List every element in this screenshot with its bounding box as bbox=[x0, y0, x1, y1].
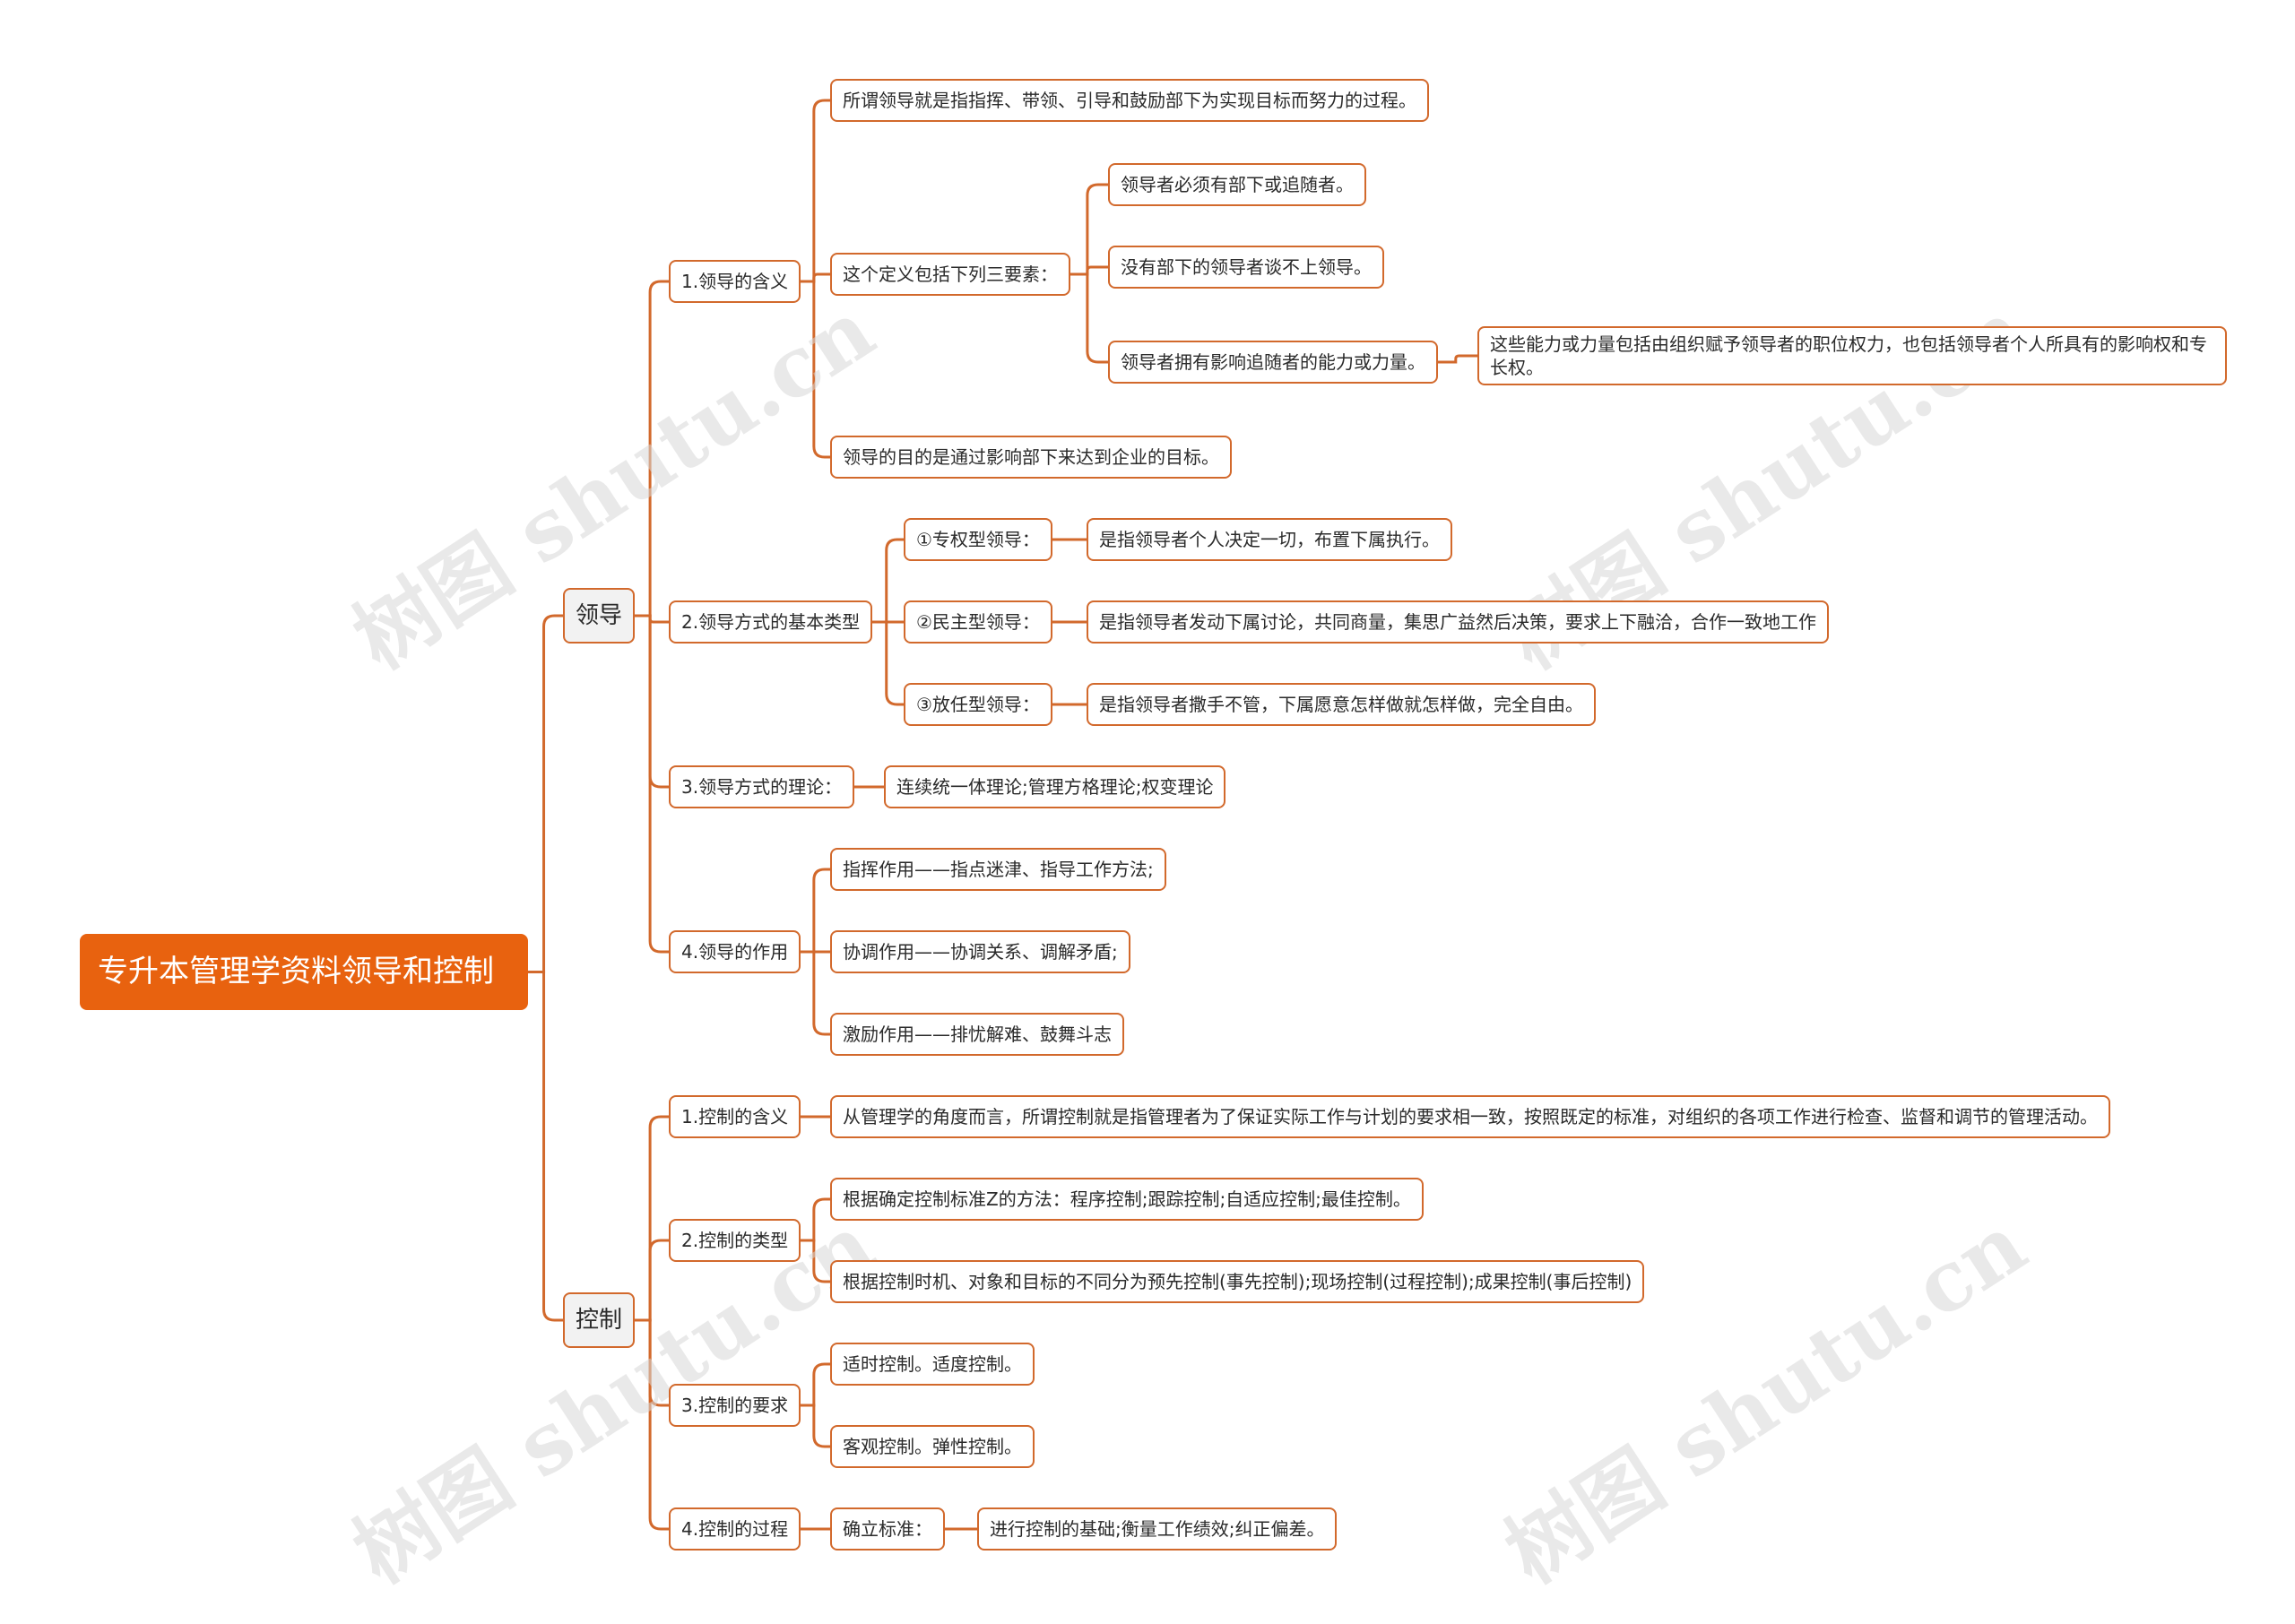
connector bbox=[528, 971, 563, 1322]
connector bbox=[528, 614, 563, 973]
connector bbox=[1070, 272, 1108, 364]
style-type[interactable]: ②民主型领导： bbox=[904, 600, 1052, 644]
role-item[interactable]: 激励作用——排忧解难、鼓舞斗志 bbox=[830, 1013, 1124, 1056]
connector bbox=[801, 272, 830, 283]
control-process[interactable]: 4.控制的过程 bbox=[669, 1507, 801, 1551]
leadership-theory[interactable]: 3.领导方式的理论： bbox=[669, 765, 855, 808]
theory-value[interactable]: 连续统一体理论;管理方格理论;权变理论 bbox=[884, 765, 1226, 808]
leadership-definition[interactable]: 所谓领导就是指指挥、带领、引导和鼓励部下为实现目标而努力的过程。 bbox=[830, 79, 1429, 122]
process-step[interactable]: 确立标准： bbox=[830, 1507, 945, 1551]
connector bbox=[635, 614, 669, 954]
requirement-item[interactable]: 客观控制。弹性控制。 bbox=[830, 1425, 1035, 1468]
control-type-item[interactable]: 根据控制时机、对象和目标的不同分为预先控制(事先控制);现场控制(过程控制);成… bbox=[830, 1260, 1645, 1303]
style-type[interactable]: ①专权型领导： bbox=[904, 518, 1052, 561]
leadership-roles[interactable]: 4.领导的作用 bbox=[669, 930, 801, 973]
style-desc[interactable]: 是指领导者发动下属讨论，共同商量，集思广益然后决策，要求上下融洽，合作一致地工作 bbox=[1087, 600, 1829, 644]
leadership-purpose[interactable]: 领导的目的是通过影响部下来达到企业的目标。 bbox=[830, 436, 1232, 479]
role-item[interactable]: 协调作用——协调关系、调解矛盾; bbox=[830, 930, 1130, 973]
connector bbox=[801, 1362, 830, 1407]
connector bbox=[872, 620, 904, 706]
connector bbox=[635, 280, 669, 618]
connector bbox=[635, 1239, 669, 1322]
leadership-elements[interactable]: 这个定义包括下列三要素： bbox=[830, 253, 1070, 296]
connector bbox=[635, 1318, 669, 1531]
element-item[interactable]: 领导者必须有部下或追随者。 bbox=[1108, 163, 1366, 206]
connector bbox=[635, 1115, 669, 1322]
style-desc[interactable]: 是指领导者个人决定一切，布置下属执行。 bbox=[1087, 518, 1452, 561]
control-type-item[interactable]: 根据确定控制标准Z的方法：程序控制;跟踪控制;自适应控制;最佳控制。 bbox=[830, 1178, 1424, 1221]
connector bbox=[801, 1197, 830, 1242]
leadership-styles[interactable]: 2.领导方式的基本类型 bbox=[669, 600, 873, 644]
connector bbox=[872, 538, 904, 624]
element-item[interactable]: 没有部下的领导者谈不上领导。 bbox=[1108, 246, 1384, 289]
control-meaning[interactable]: 1.控制的含义 bbox=[669, 1095, 801, 1138]
connector bbox=[801, 280, 830, 459]
connector bbox=[801, 1239, 830, 1283]
style-type[interactable]: ③放任型领导： bbox=[904, 683, 1052, 726]
connector bbox=[635, 614, 669, 789]
leadership-meaning[interactable]: 1.领导的含义 bbox=[669, 260, 801, 303]
power-note[interactable]: 这些能力或力量包括由组织赋予领导者的职位权力，也包括领导者个人所具有的影响权和专… bbox=[1477, 326, 2227, 385]
connector bbox=[635, 1318, 669, 1407]
control-meaning-value[interactable]: 从管理学的角度而言，所谓控制就是指管理者为了保证实际工作与计划的要求相一致，按照… bbox=[830, 1095, 2110, 1138]
connector bbox=[801, 99, 830, 283]
role-item[interactable]: 指挥作用——指点迷津、指导工作方法; bbox=[830, 848, 1166, 891]
style-desc[interactable]: 是指领导者撒手不管，下属愿意怎样做就怎样做，完全自由。 bbox=[1087, 683, 1596, 726]
connector bbox=[801, 868, 830, 954]
connector bbox=[1438, 354, 1477, 364]
root-topic[interactable]: 专升本管理学资料领导和控制 bbox=[80, 934, 528, 1010]
requirement-item[interactable]: 适时控制。适度控制。 bbox=[830, 1343, 1035, 1386]
connector bbox=[1070, 265, 1108, 276]
branch-control[interactable]: 控制 bbox=[563, 1292, 635, 1348]
control-requirements[interactable]: 3.控制的要求 bbox=[669, 1384, 801, 1427]
connector bbox=[801, 1404, 830, 1448]
connector bbox=[1070, 183, 1108, 276]
process-detail[interactable]: 进行控制的基础;衡量工作绩效;纠正偏差。 bbox=[977, 1507, 1338, 1551]
control-types[interactable]: 2.控制的类型 bbox=[669, 1219, 801, 1262]
connector bbox=[801, 950, 830, 1036]
element-item[interactable]: 领导者拥有影响追随者的能力或力量。 bbox=[1108, 341, 1438, 384]
branch-leadership[interactable]: 领导 bbox=[563, 588, 635, 644]
